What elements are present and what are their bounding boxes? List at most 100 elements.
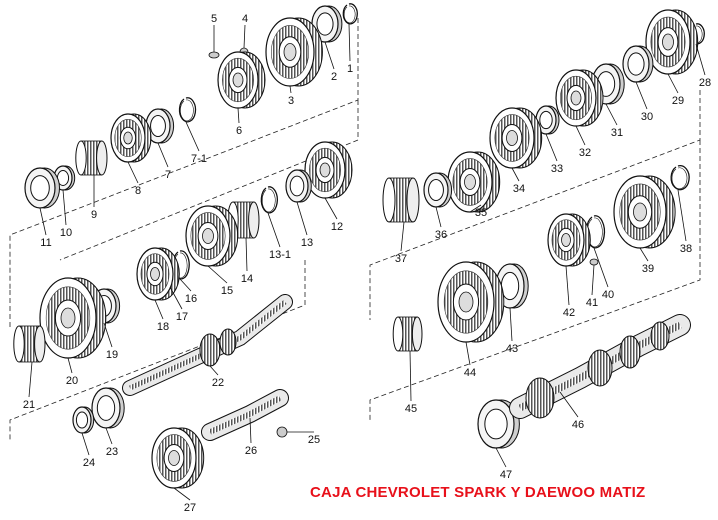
part-38-shape	[670, 165, 690, 191]
leader-line-44	[465, 341, 471, 366]
part-number-36: 36	[435, 229, 447, 241]
leader-line-46	[559, 391, 579, 418]
part-number-17: 17	[176, 311, 188, 323]
part-number-44: 44	[464, 367, 476, 379]
leader-line-37	[400, 221, 405, 252]
part-number-39: 39	[642, 263, 654, 275]
parts-group	[13, 3, 705, 489]
leader-line-26	[249, 417, 252, 444]
leader-line-31	[605, 103, 618, 126]
part-number-42: 42	[563, 307, 575, 319]
part-number-10: 10	[60, 227, 72, 239]
part-number-43: 43	[506, 343, 518, 355]
diagram-caption: CAJA CHEVROLET SPARK Y DAEWOO MATIZ	[310, 484, 646, 501]
part-number-13-1: 13-1	[269, 249, 291, 261]
part-number-46: 46	[572, 419, 584, 431]
part-number-4: 4	[242, 13, 248, 25]
leader-line-38	[677, 189, 687, 242]
leader-line-24	[81, 432, 90, 456]
part-number-30: 30	[641, 111, 653, 123]
part-number-40: 40	[602, 289, 614, 301]
part-number-3: 3	[288, 95, 294, 107]
leader-line-13-1	[267, 212, 281, 248]
leader-line-11	[39, 207, 47, 236]
leader-line-28	[695, 43, 706, 76]
leader-line-10	[62, 189, 67, 226]
part-number-34: 34	[513, 183, 525, 195]
part-8-shape	[110, 113, 152, 163]
part-37-shape	[382, 177, 420, 223]
part-number-24: 24	[83, 457, 95, 469]
leader-line-21	[28, 361, 33, 398]
part-number-20: 20	[66, 375, 78, 387]
part-13-1-shape	[260, 186, 278, 214]
part-number-8: 8	[135, 185, 141, 197]
part-number-14: 14	[241, 273, 253, 285]
part-23-shape	[91, 387, 125, 429]
leader-line-15	[207, 265, 228, 284]
leader-line-18	[154, 299, 164, 320]
part-number-15: 15	[221, 285, 233, 297]
leader-line-45	[409, 350, 412, 402]
leader-line-30	[635, 81, 648, 110]
leader-line-27	[173, 487, 191, 501]
leader-line-47	[495, 447, 507, 468]
leader-line-3	[289, 85, 292, 94]
leader-line-7	[157, 142, 169, 168]
part-1-shape	[342, 3, 358, 25]
part-number-29: 29	[672, 95, 684, 107]
leader-line-14	[245, 237, 248, 272]
part-number-37: 37	[395, 253, 407, 265]
part-32-shape	[555, 69, 604, 127]
part-number-16: 16	[185, 293, 197, 305]
part-21-shape	[13, 325, 46, 363]
part-13-shape	[285, 169, 312, 203]
part-5-shape	[208, 51, 220, 59]
part-number-7-1: 7-1	[191, 153, 207, 165]
part-number-32: 32	[579, 147, 591, 159]
part-number-11: 11	[40, 237, 51, 249]
part-15-shape	[185, 205, 239, 267]
part-number-23: 23	[106, 446, 118, 458]
leader-line-19	[103, 322, 113, 348]
part-7-1-shape	[178, 97, 197, 123]
part-number-41: 41	[586, 297, 598, 309]
part-number-2: 2	[331, 71, 337, 83]
part-2-shape	[311, 5, 343, 43]
part-33-shape	[535, 105, 560, 135]
part-12-shape	[304, 141, 353, 199]
part-25-shape	[276, 426, 288, 438]
leader-line-35	[469, 204, 482, 213]
leader-line-23	[105, 427, 113, 445]
part-41-shape	[589, 258, 599, 266]
leader-line-40	[593, 247, 609, 288]
leader-line-43	[509, 307, 513, 342]
part-34-shape	[489, 107, 543, 169]
leader-line-36	[435, 206, 442, 228]
part-42-shape	[547, 213, 591, 267]
part-45-shape	[392, 316, 423, 352]
part-30-shape	[622, 45, 654, 83]
part-36-shape	[423, 172, 453, 208]
leader-line-17	[169, 286, 183, 310]
part-number-38: 38	[680, 243, 692, 255]
part-11-shape	[24, 167, 60, 209]
leader-line-42	[565, 265, 570, 306]
part-number-7: 7	[165, 169, 171, 181]
part-number-33: 33	[551, 163, 563, 175]
leader-line-20	[67, 357, 73, 374]
part-39-shape	[613, 175, 676, 249]
part-number-6: 6	[236, 125, 242, 137]
part-29-shape	[645, 9, 699, 75]
leader-line-32	[575, 125, 586, 146]
part-9-shape	[75, 140, 108, 176]
leader-line-2	[324, 41, 335, 70]
part-number-35: 35	[475, 207, 487, 219]
part-number-1: 1	[347, 63, 353, 75]
part-number-labels: 12345677-1891011121313-11415161718192021…	[23, 13, 711, 514]
part-44-shape	[437, 261, 505, 343]
leader-lines	[28, 23, 706, 501]
guide-lines	[9, 18, 701, 440]
part-number-28: 28	[699, 77, 711, 89]
leader-line-41	[591, 264, 595, 296]
